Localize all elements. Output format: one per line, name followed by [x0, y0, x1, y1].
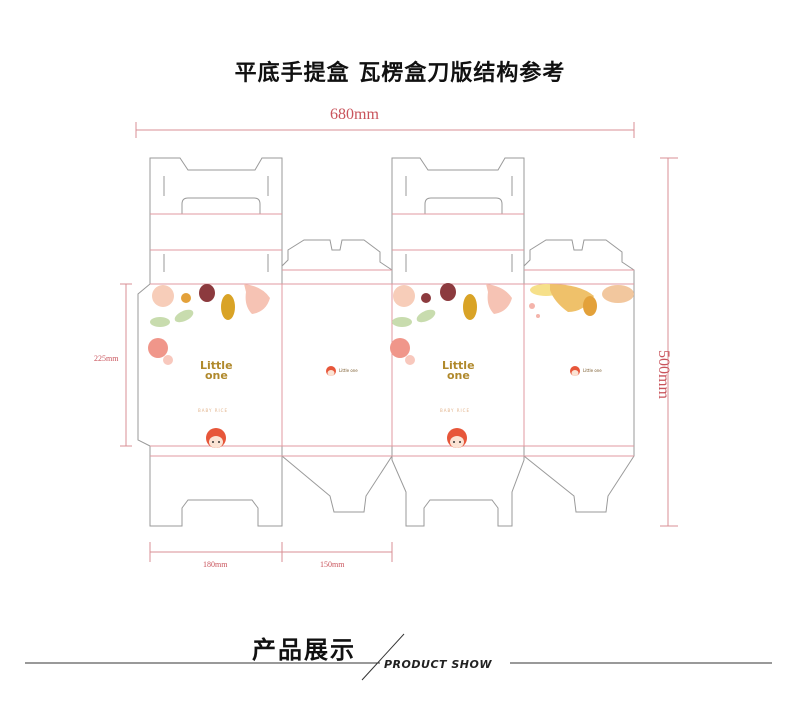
footer-divider	[25, 633, 772, 681]
side-height-dimension	[120, 283, 132, 447]
brand-tagline: BABY RICE	[198, 408, 228, 413]
panel-1-artwork	[148, 284, 270, 365]
product-show-subtitle: PRODUCT SHOW	[384, 658, 492, 671]
cut-lines	[137, 157, 635, 527]
brand-small-label: Little one	[339, 368, 358, 373]
brand-logo-line1: Little	[200, 359, 233, 372]
brand-logo-line2: one	[447, 369, 470, 382]
brand-tagline: BABY RICE	[440, 408, 470, 413]
total-height-label: 500mm	[655, 350, 672, 399]
total-height-dimension	[660, 157, 678, 527]
girl-face-icon	[206, 428, 226, 448]
brand-logo-line2: one	[205, 369, 228, 382]
panel-a-width-label: 180mm	[203, 560, 228, 569]
side-height-label: 225mm	[94, 354, 119, 363]
product-show-title: 产品展示	[252, 636, 356, 664]
total-width-label: 680mm	[330, 106, 379, 123]
brand-logo-line1: Little	[442, 359, 475, 372]
brand-small-label: Little one	[583, 368, 602, 373]
panel-width-dimensions	[149, 542, 393, 562]
total-width-dimension	[135, 122, 635, 138]
small-logo-icon	[570, 366, 580, 376]
fold-lines	[150, 213, 634, 457]
panel-b-width-label: 150mm	[320, 560, 345, 569]
page-title: 平底手提盒 瓦楞盒刀版结构参考	[234, 61, 566, 86]
small-logo-icon	[326, 366, 336, 376]
girl-face-icon	[447, 428, 467, 448]
panel-3-artwork	[390, 283, 512, 365]
panel-4-artwork	[529, 284, 634, 318]
